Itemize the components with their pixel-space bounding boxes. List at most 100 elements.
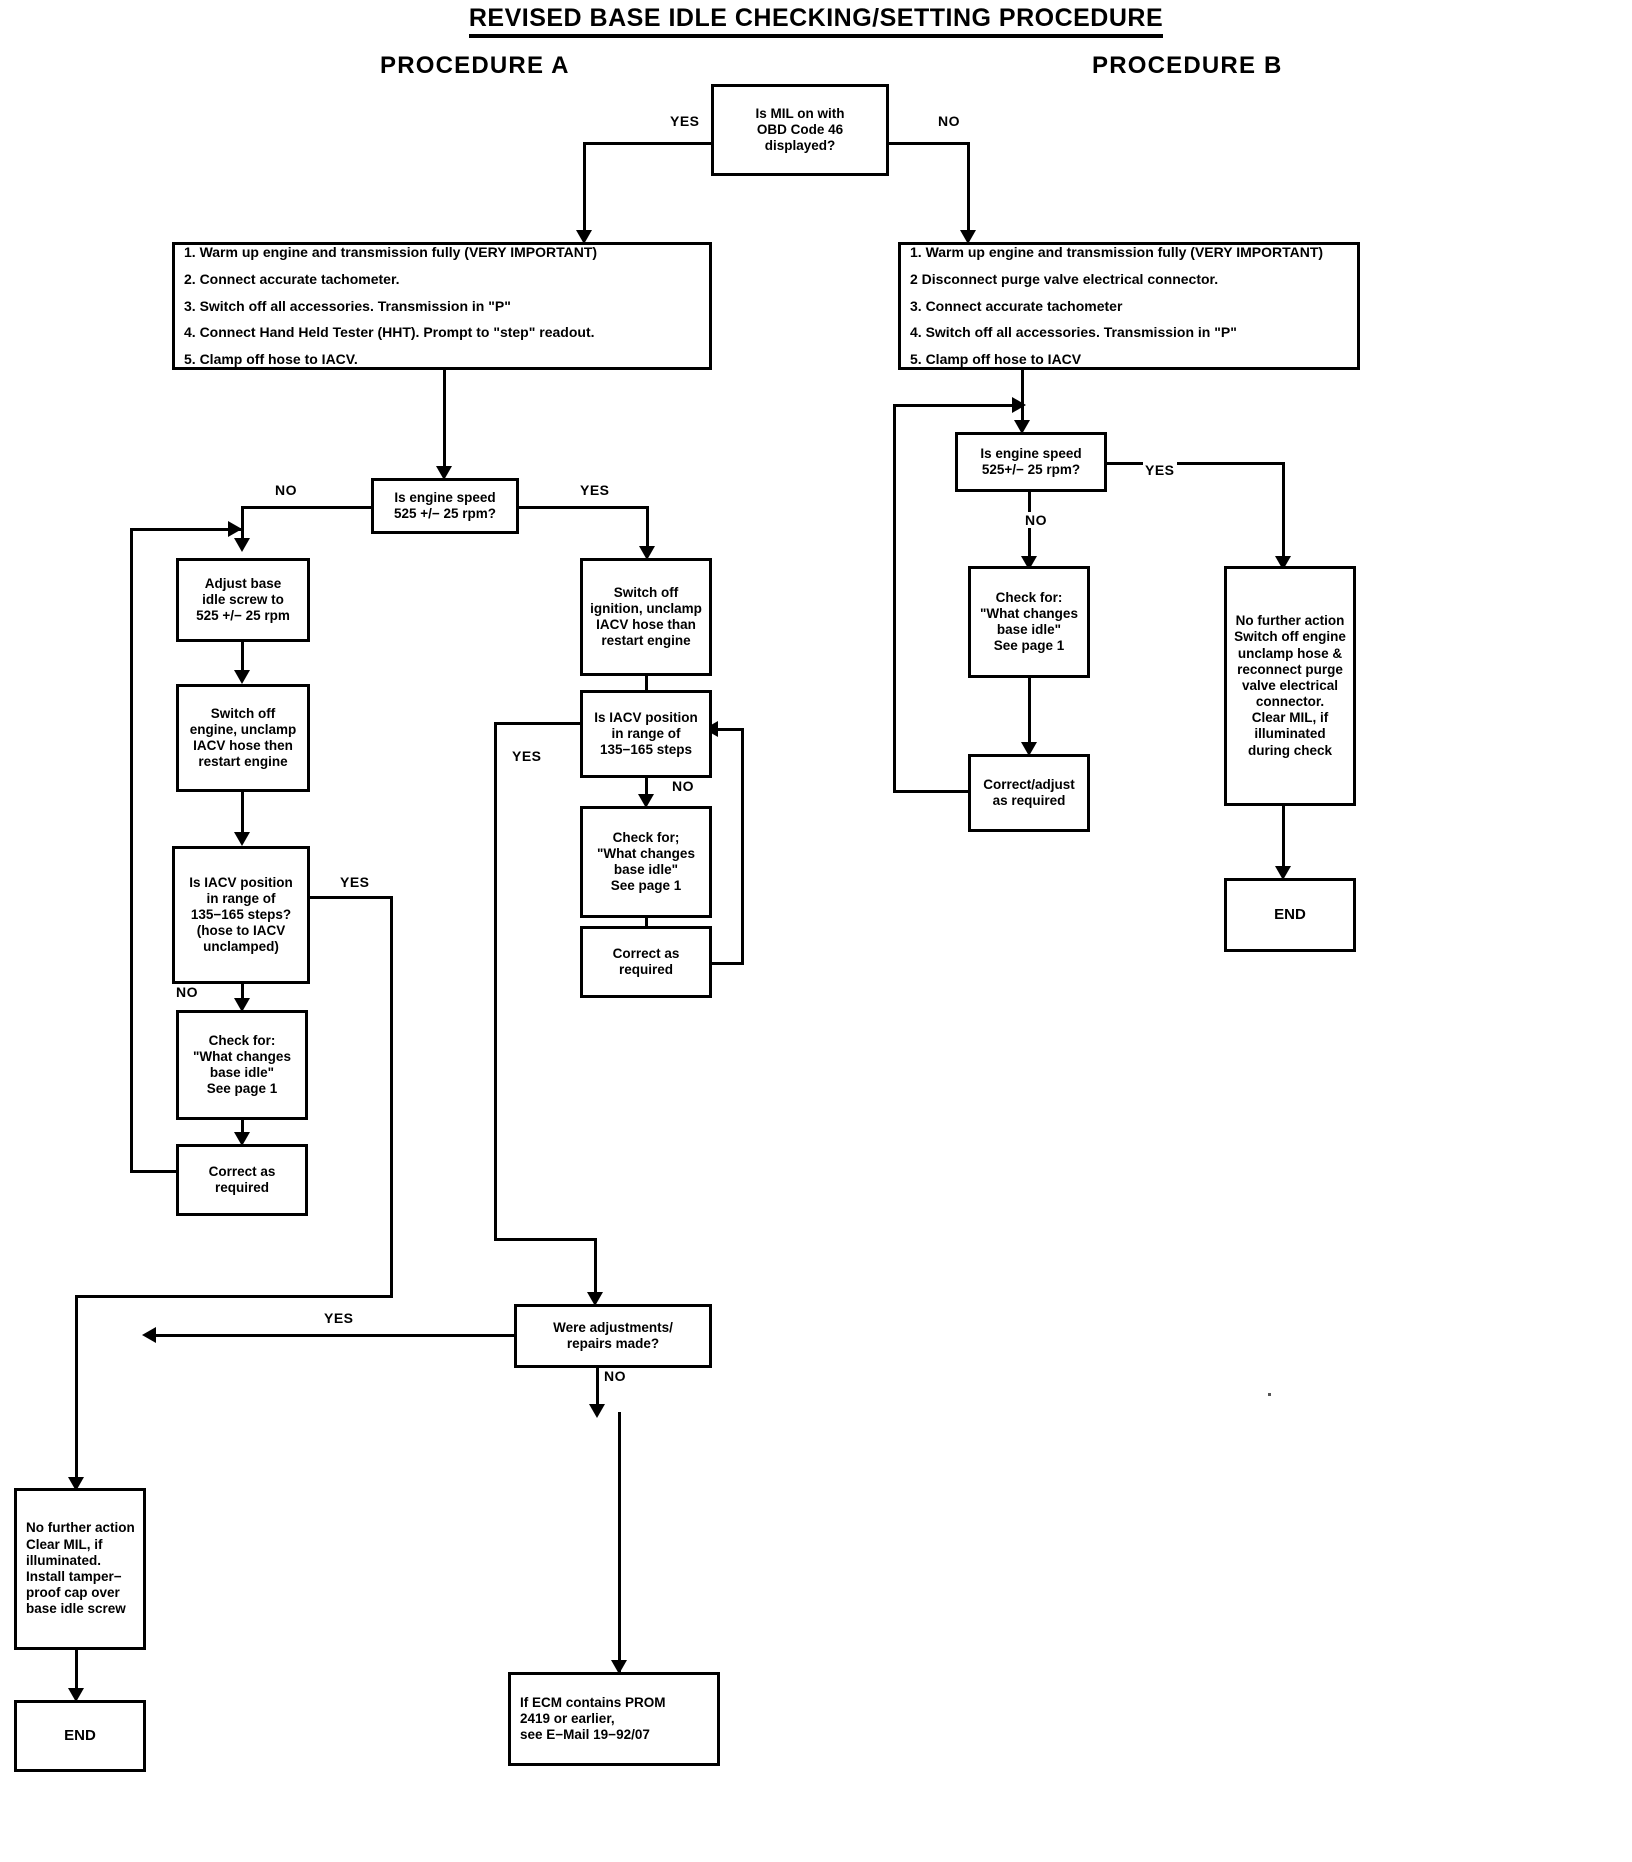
- edge-a-correct-l-loop-arrow: [228, 521, 242, 537]
- a-adjust-line-1: Adjust base: [204, 575, 282, 591]
- edge-a-steps-arrow: [436, 466, 452, 480]
- label-adjust-yes: YES: [322, 1310, 356, 1326]
- a-iacv-r-line-3: 135−165 steps: [600, 742, 692, 758]
- proc-b-step-1: 1. Warm up engine and transmission fully…: [910, 244, 1324, 261]
- a-switch-off-left-box[interactable]: Switch off engine, unclamp IACV hose the…: [176, 684, 310, 792]
- edge-a-speed-no-h: [241, 506, 373, 509]
- a-check-for-left-box[interactable]: Check for: "What changes base idle" See …: [176, 1010, 308, 1120]
- edge-a-check-l-v: [241, 1120, 244, 1142]
- proc-b-step-5: 5. Clamp off hose to IACV: [910, 351, 1082, 368]
- edge-adjust-no-v: [596, 1368, 599, 1412]
- label-b-speed-yes: YES: [1143, 462, 1177, 478]
- edge-a-correct-r-loop-h: [710, 962, 744, 965]
- b-no-further-action-box[interactable]: No further action Switch off engine uncl…: [1224, 566, 1356, 806]
- a-nfa-line-5: proof cap over: [26, 1585, 120, 1601]
- edge-a-iacv-r-no-arrow: [638, 794, 654, 808]
- edge-b-loop-h2: [893, 404, 1021, 407]
- edge-b-speed-yes-h: [1105, 462, 1285, 465]
- a-switchoff-r-line-1: Switch off: [613, 584, 679, 600]
- edge-a-iacv-r-yes-arrow: [587, 1292, 603, 1306]
- proc-b-step-2: 2 Disconnect purge valve electrical conn…: [910, 270, 1219, 287]
- edge-a-correct-l-loop-h2: [130, 528, 242, 531]
- b-end-box[interactable]: END: [1224, 878, 1356, 952]
- edge-mil-no-h: [888, 142, 970, 145]
- edge-a-switchoff-l-arrow: [234, 832, 250, 846]
- a-adjust-line-2: idle screw to: [202, 591, 284, 607]
- a-iacv-l-line-3: 135−165 steps?: [190, 906, 292, 922]
- mil-decision-box[interactable]: Is MIL on with OBD Code 46 displayed?: [711, 84, 889, 176]
- ecm-prom-box[interactable]: If ECM contains PROM 2419 or earlier, se…: [508, 1672, 720, 1766]
- edge-a-iacv-r-no-v: [645, 778, 648, 804]
- a-no-further-action-box[interactable]: No further action Clear MIL, if illumina…: [14, 1488, 146, 1650]
- a-check-r-line-4: See page 1: [610, 878, 682, 894]
- a-correct-r-line-1: Correct as: [612, 945, 680, 961]
- edge-a-speed-yes-h: [517, 506, 649, 509]
- edge-mil-yes-v: [583, 142, 586, 238]
- b-nfa-line-8: illuminated: [1254, 726, 1326, 742]
- adjustments-line-2: repairs made?: [566, 1336, 660, 1351]
- label-a-iacv-l-no: NO: [174, 984, 200, 1000]
- b-nfa-line-9: during check: [1247, 742, 1333, 758]
- a-iacv-l-line-1: Is IACV position: [189, 874, 293, 890]
- a-check-l-line-3: base idle": [209, 1065, 275, 1080]
- a-switchoff-l-line-3: IACV hose then: [193, 738, 293, 753]
- edge-a-iacv-l-no-arrow: [234, 998, 250, 1012]
- b-check-line-1: Check for:: [995, 589, 1063, 605]
- b-nfa-line-6: connector.: [1255, 694, 1325, 710]
- edge-a-check-l-arrow: [234, 1132, 250, 1146]
- page-title-text: REVISED BASE IDLE CHECKING/SETTING PROCE…: [468, 4, 1164, 38]
- a-check-for-right-box[interactable]: Check for; "What changes base idle" See …: [580, 806, 712, 918]
- a-adjust-screw-box[interactable]: Adjust base idle screw to 525 +/− 25 rpm: [176, 558, 310, 642]
- edge-adjust-yes-h: [152, 1334, 514, 1337]
- a-speed-line-1: Is engine speed: [394, 489, 496, 505]
- edge-a-speed-yes-v: [646, 506, 649, 554]
- a-correct-right-box[interactable]: Correct as required: [580, 926, 712, 998]
- a-speed-line-2: 525 +/− 25 rpm?: [393, 506, 497, 521]
- were-adjustments-box[interactable]: Were adjustments/ repairs made?: [514, 1304, 712, 1368]
- b-correct-adjust-box[interactable]: Correct/adjust as required: [968, 754, 1090, 832]
- edge-a-iacv-l-no-v: [241, 984, 244, 1008]
- edge-b-check-arrow: [1021, 742, 1037, 756]
- a-switch-off-right-box[interactable]: Switch off ignition, unclamp IACV hose t…: [580, 558, 712, 676]
- procedure-b-steps-box[interactable]: 1. Warm up engine and transmission fully…: [898, 242, 1360, 370]
- edge-a-check-r-v: [645, 918, 648, 928]
- b-correct-line-2: as required: [992, 793, 1066, 808]
- a-switchoff-r-line-4: restart engine: [601, 633, 691, 649]
- edge-b-speed-no-v: [1028, 492, 1031, 564]
- b-engine-speed-decision-box[interactable]: Is engine speed 525+/− 25 rpm?: [955, 432, 1107, 492]
- b-correct-line-1: Correct/adjust: [983, 776, 1075, 792]
- edge-a-iacv-r-yes-h2: [494, 1238, 596, 1241]
- label-b-speed-no: NO: [1023, 512, 1049, 528]
- procedure-a-steps-box[interactable]: 1. Warm up engine and transmission fully…: [172, 242, 712, 370]
- proc-a-step-4: 4. Connect Hand Held Tester (HHT). Promp…: [184, 324, 595, 341]
- edge-a-adjust-v: [241, 642, 244, 678]
- proc-a-step-1: 1. Warm up engine and transmission fully…: [184, 244, 598, 261]
- a-iacv-r-line-2: in range of: [611, 725, 681, 741]
- a-correct-l-line-1: Correct as: [208, 1163, 276, 1179]
- proc-a-step-3: 3. Switch off all accessories. Transmiss…: [184, 297, 511, 314]
- edge-a-iacv-r-yes-v2: [594, 1238, 597, 1300]
- edge-b-check-v: [1028, 678, 1031, 750]
- edge-a-correct-l-loop-v: [130, 528, 133, 1172]
- a-switchoff-r-line-3: IACV hose than: [596, 617, 696, 632]
- a-correct-left-box[interactable]: Correct as required: [176, 1144, 308, 1216]
- edge-b-speed-yes-v: [1282, 462, 1285, 564]
- a-nfa-line-6: base idle screw: [26, 1601, 126, 1617]
- b-check-for-box[interactable]: Check for: "What changes base idle" See …: [968, 566, 1090, 678]
- a-end-box[interactable]: END: [14, 1700, 146, 1772]
- b-nfa-line-3: unclamp hose &: [1237, 645, 1343, 661]
- a-switchoff-l-line-4: restart engine: [198, 754, 288, 770]
- edge-a-speed-no-arrow: [234, 538, 250, 552]
- a-engine-speed-decision-box[interactable]: Is engine speed 525 +/− 25 rpm?: [371, 478, 519, 534]
- edge-b-steps-arrow: [1014, 420, 1030, 434]
- label-adjust-no: NO: [602, 1368, 628, 1384]
- procedure-b-title: PROCEDURE B: [1092, 52, 1283, 79]
- b-speed-line-2: 525+/− 25 rpm?: [981, 462, 1081, 477]
- a-iacv-left-box[interactable]: Is IACV position in range of 135−165 ste…: [172, 846, 310, 984]
- a-correct-l-line-2: required: [214, 1180, 269, 1195]
- a-switchoff-l-line-1: Switch off: [210, 705, 276, 721]
- edge-mil-yes-arrow: [576, 230, 592, 244]
- edge-prom-arrow: [611, 1660, 627, 1674]
- a-iacv-right-box[interactable]: Is IACV position in range of 135−165 ste…: [580, 690, 712, 778]
